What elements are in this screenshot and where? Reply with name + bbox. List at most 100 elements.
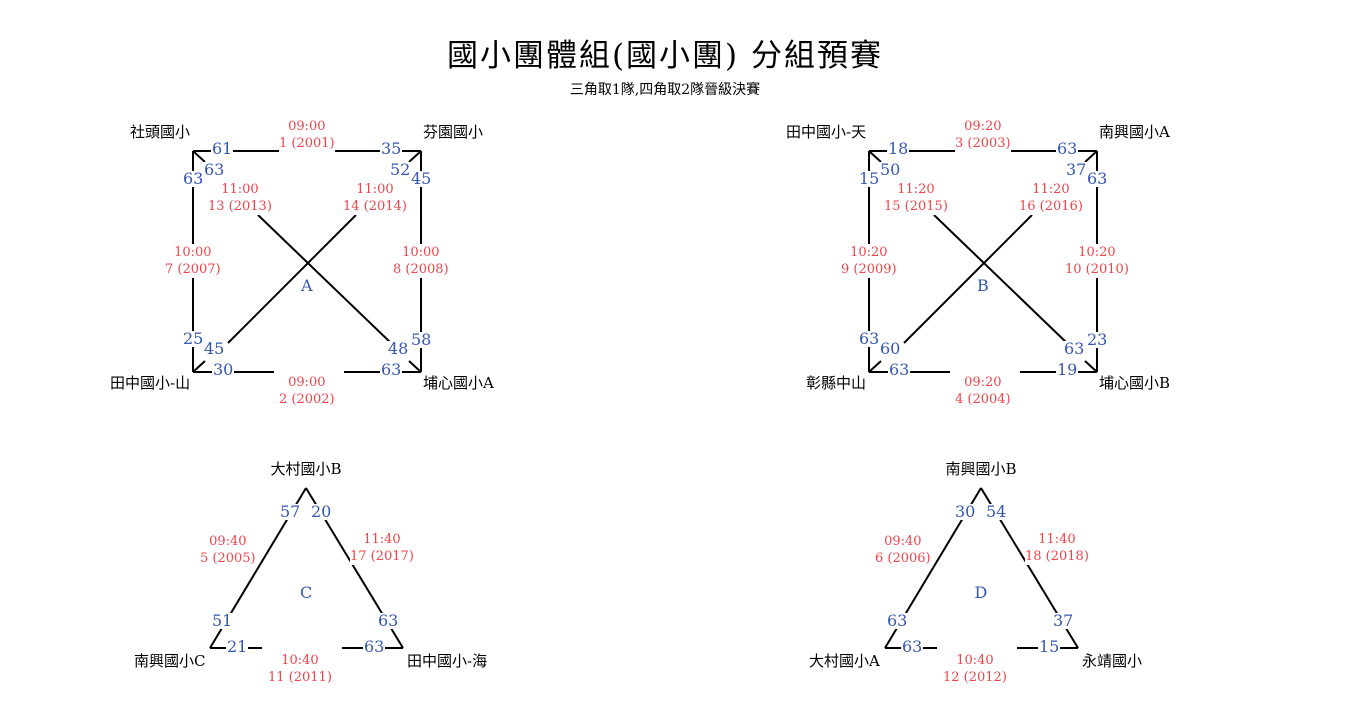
match-number: 18 (2018): [1025, 549, 1089, 564]
match-time: 11:20: [1032, 182, 1070, 197]
score-bottom-br: 15: [1038, 637, 1061, 656]
match-diagonal-1: 11:00 13 (2013): [208, 181, 272, 215]
score-bottom-bl: 63: [888, 360, 911, 379]
corner-tick: [408, 360, 422, 373]
score-diag1-br: 63: [1063, 339, 1086, 358]
match-time: 09:20: [964, 375, 1002, 390]
match-time: 10:20: [850, 245, 888, 260]
team-apex: 大村國小B: [270, 460, 342, 478]
match-number: 3 (2003): [955, 136, 1011, 151]
corner-tick: [192, 360, 206, 373]
diagonal-tr-bl: [903, 214, 1033, 344]
score-bottom-br: 63: [380, 360, 403, 379]
team-bottom-right: 田中國小-海: [407, 652, 488, 670]
corner-tick: [868, 150, 882, 163]
match-time: 11:00: [221, 182, 259, 197]
score-left-tl: 63: [182, 169, 205, 188]
match-time: 09:40: [884, 534, 922, 549]
team-apex: 南興國小B: [945, 460, 1017, 478]
match-number: 16 (2016): [1019, 199, 1083, 214]
team-top-left: 田中國小-天: [786, 123, 867, 141]
score-diag1-tl: 63: [203, 160, 226, 179]
match-number: 1 (2001): [279, 136, 335, 151]
match-number: 14 (2014): [343, 199, 407, 214]
match-time: 09:00: [288, 119, 326, 134]
match-number: 15 (2015): [884, 199, 948, 214]
corner-tick: [1084, 360, 1098, 373]
score-top-tr: 63: [1056, 139, 1079, 158]
match-number: 10 (2010): [1065, 262, 1129, 277]
match-time: 10:00: [174, 245, 212, 260]
score-left-tl: 15: [858, 169, 881, 188]
match-number: 4 (2004): [955, 392, 1011, 407]
score-top-tl: 61: [211, 139, 234, 158]
match-right: 10:20 10 (2010): [1065, 244, 1129, 278]
score-diag2-bl: 60: [879, 339, 902, 358]
team-bottom-right: 埔心國小B: [1099, 374, 1171, 392]
corner-tick: [192, 150, 206, 163]
score-bottom-bl: 63: [901, 637, 924, 656]
match-time: 11:00: [356, 182, 394, 197]
match-left: 09:40 5 (2005): [200, 533, 256, 567]
match-number: 5 (2005): [200, 551, 256, 566]
team-bottom-left: 南興國小C: [134, 652, 206, 670]
match-diagonal-1: 11:20 15 (2015): [884, 181, 948, 215]
match-left: 09:40 6 (2006): [875, 533, 931, 567]
team-bottom-right: 永靖國小: [1082, 652, 1143, 670]
score-diag1-br: 48: [387, 339, 410, 358]
match-bottom: 09:00 2 (2002): [279, 374, 335, 408]
match-time: 10:40: [956, 653, 994, 668]
match-time: 10:00: [402, 245, 440, 260]
score-diag2-bl: 45: [203, 339, 226, 358]
score-bottom-bl: 30: [212, 360, 235, 379]
score-top-tr: 35: [380, 139, 403, 158]
score-top-tl: 18: [887, 139, 910, 158]
score-left-bl: 25: [182, 329, 205, 348]
match-number: 8 (2008): [393, 262, 449, 277]
team-bottom-left: 田中國小-山: [110, 374, 191, 392]
match-time: 09:00: [288, 375, 326, 390]
match-diagonal-2: 11:20 16 (2016): [1019, 181, 1083, 215]
match-top: 09:00 1 (2001): [279, 118, 335, 152]
score-right-br: 58: [410, 330, 433, 349]
match-time: 10:40: [281, 653, 319, 668]
match-time: 10:20: [1078, 245, 1116, 260]
match-diagonal-2: 11:00 14 (2014): [343, 181, 407, 215]
match-number: 12 (2012): [943, 670, 1007, 685]
score-bottom-br: 63: [363, 637, 386, 656]
score-diag2-tr: 37: [1065, 160, 1088, 179]
score-left-apex: 57: [279, 502, 302, 521]
corner-tick: [1084, 150, 1098, 163]
match-number: 6 (2006): [875, 551, 931, 566]
match-time: 11:20: [897, 182, 935, 197]
team-bottom-right: 埔心國小A: [423, 374, 494, 392]
match-time: 11:40: [1038, 532, 1076, 547]
group-label: D: [974, 583, 988, 602]
score-bottom-br: 19: [1056, 360, 1079, 379]
match-number: 2 (2002): [279, 392, 335, 407]
team-bottom-left: 彰縣中山: [806, 374, 867, 392]
match-right: 10:00 8 (2008): [393, 244, 449, 278]
match-number: 13 (2013): [208, 199, 272, 214]
group-label: C: [300, 583, 313, 602]
score-right-apex: 20: [310, 502, 333, 521]
score-right-tr: 45: [410, 169, 433, 188]
match-time: 09:40: [209, 534, 247, 549]
score-diag2-tr: 52: [389, 160, 412, 179]
team-top-right: 芬園國小: [423, 123, 484, 141]
team-top-right: 南興國小A: [1099, 123, 1170, 141]
score-left-bl: 63: [886, 611, 909, 630]
team-bottom-left: 大村國小A: [809, 652, 880, 670]
match-bottom: 10:40 12 (2012): [943, 652, 1007, 686]
score-right-br: 37: [1052, 611, 1075, 630]
match-time: 11:40: [363, 532, 401, 547]
score-right-br: 23: [1086, 330, 1109, 349]
page-title: 國小團體組(國小團) 分組預賽: [446, 38, 884, 74]
team-top-left: 社頭國小: [130, 123, 191, 141]
diagonal-tr-bl: [227, 214, 357, 344]
score-bottom-bl: 21: [226, 637, 249, 656]
corner-tick: [408, 150, 422, 163]
